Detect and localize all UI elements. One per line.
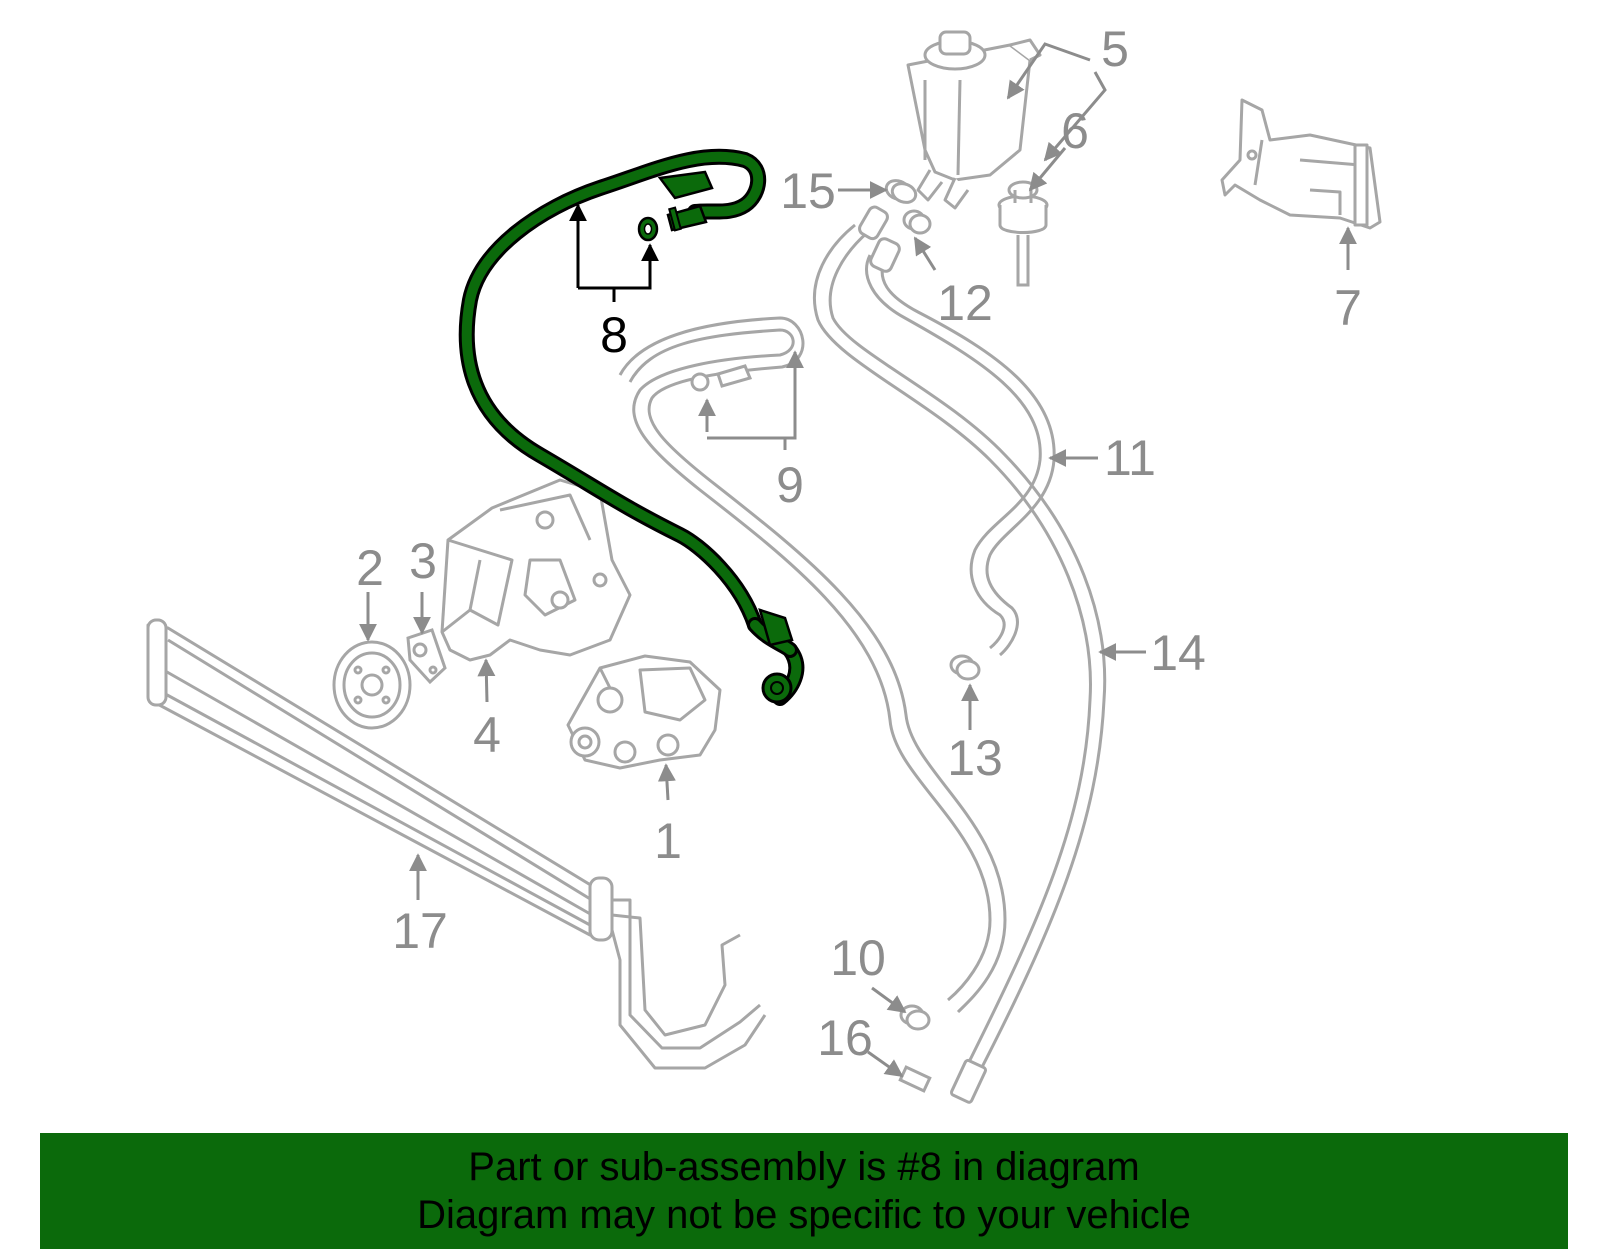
part-6-cap xyxy=(997,180,1049,287)
callout-10: 10 xyxy=(830,930,886,986)
part-16-plug xyxy=(898,1065,932,1093)
callout-14: 14 xyxy=(1150,625,1206,681)
part-17-cooler xyxy=(146,618,767,1070)
callout-9: 9 xyxy=(776,457,804,513)
part-12-clamp xyxy=(902,209,932,235)
part-1-pump xyxy=(566,654,722,770)
callout-5: 5 xyxy=(1101,21,1129,77)
part-2-pulley xyxy=(332,640,412,730)
callout-2: 2 xyxy=(356,540,384,596)
part-14-hose xyxy=(812,205,1107,1104)
callout-16: 16 xyxy=(817,1010,873,1066)
banner-line-2: Diagram may not be specific to your vehi… xyxy=(417,1193,1191,1237)
callout-3: 3 xyxy=(409,533,437,589)
banner-line-1: Part or sub-assembly is #8 in diagram xyxy=(468,1145,1140,1189)
part-9-line xyxy=(618,316,1007,1014)
callout-4: 4 xyxy=(473,707,501,763)
leader-lines xyxy=(359,42,1357,1078)
callout-12: 12 xyxy=(937,275,993,331)
callout-8: 8 xyxy=(600,307,628,363)
callout-15: 15 xyxy=(780,163,836,219)
leader-8 xyxy=(569,203,659,302)
callout-6: 6 xyxy=(1061,103,1089,159)
part-15-clamp xyxy=(884,179,918,204)
callout-numbers: 1 2 3 4 5 6 7 8 9 10 11 12 13 14 15 16 1… xyxy=(356,21,1362,1066)
part-7-bracket xyxy=(1220,98,1382,230)
part-4-bracket xyxy=(440,478,632,662)
callout-17: 17 xyxy=(392,903,448,959)
part-8-hose xyxy=(458,148,805,706)
banner-background xyxy=(40,1133,1568,1249)
part-13-clamp xyxy=(949,654,981,681)
part-3-gasket xyxy=(406,628,447,685)
callout-11: 11 xyxy=(1104,430,1156,486)
callout-13: 13 xyxy=(947,730,1003,786)
callout-1: 1 xyxy=(654,813,682,869)
callout-7: 7 xyxy=(1334,280,1362,336)
part-5-reservoir xyxy=(906,30,1042,210)
part-10-clamp xyxy=(899,1004,931,1031)
info-banner: Part or sub-assembly is #8 in diagram Di… xyxy=(40,1133,1568,1249)
